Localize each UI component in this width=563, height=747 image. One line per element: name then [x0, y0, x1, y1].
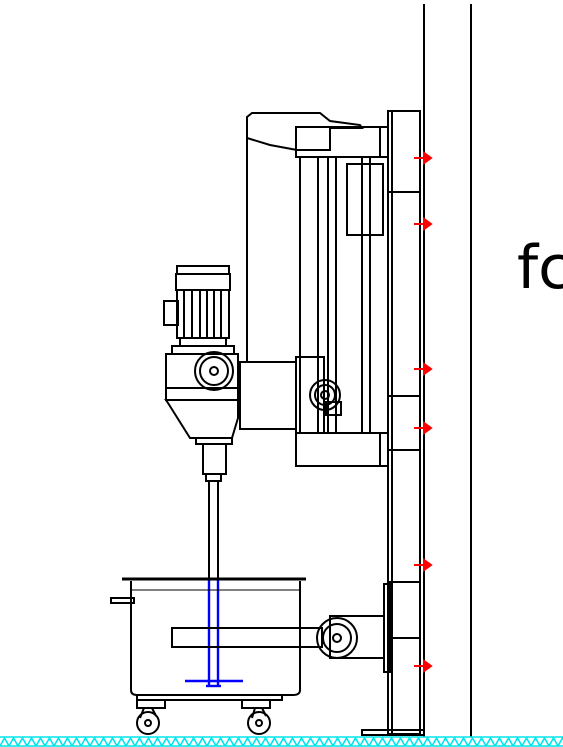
anchor-marker — [414, 421, 433, 435]
anchor-marker — [414, 217, 433, 231]
floor-hatch — [0, 736, 563, 747]
edge-text: fc — [517, 233, 563, 303]
lift-frame — [239, 112, 389, 467]
anchor-marker — [414, 151, 433, 165]
gearbox — [164, 351, 239, 482]
anchor-marker — [414, 659, 433, 673]
floor-hatch-pattern — [0, 736, 563, 747]
tank-casters — [136, 707, 271, 735]
anchor-marker — [414, 558, 433, 572]
mixing-tank — [110, 577, 306, 709]
mixer-motor — [163, 265, 235, 355]
impeller-shaft — [185, 580, 243, 688]
wall-rail — [361, 110, 425, 736]
support-arm — [171, 583, 391, 673]
mixer-shaft — [208, 481, 219, 580]
wall — [423, 4, 472, 737]
wall-anchors — [414, 151, 433, 673]
anchor-marker — [414, 362, 433, 376]
